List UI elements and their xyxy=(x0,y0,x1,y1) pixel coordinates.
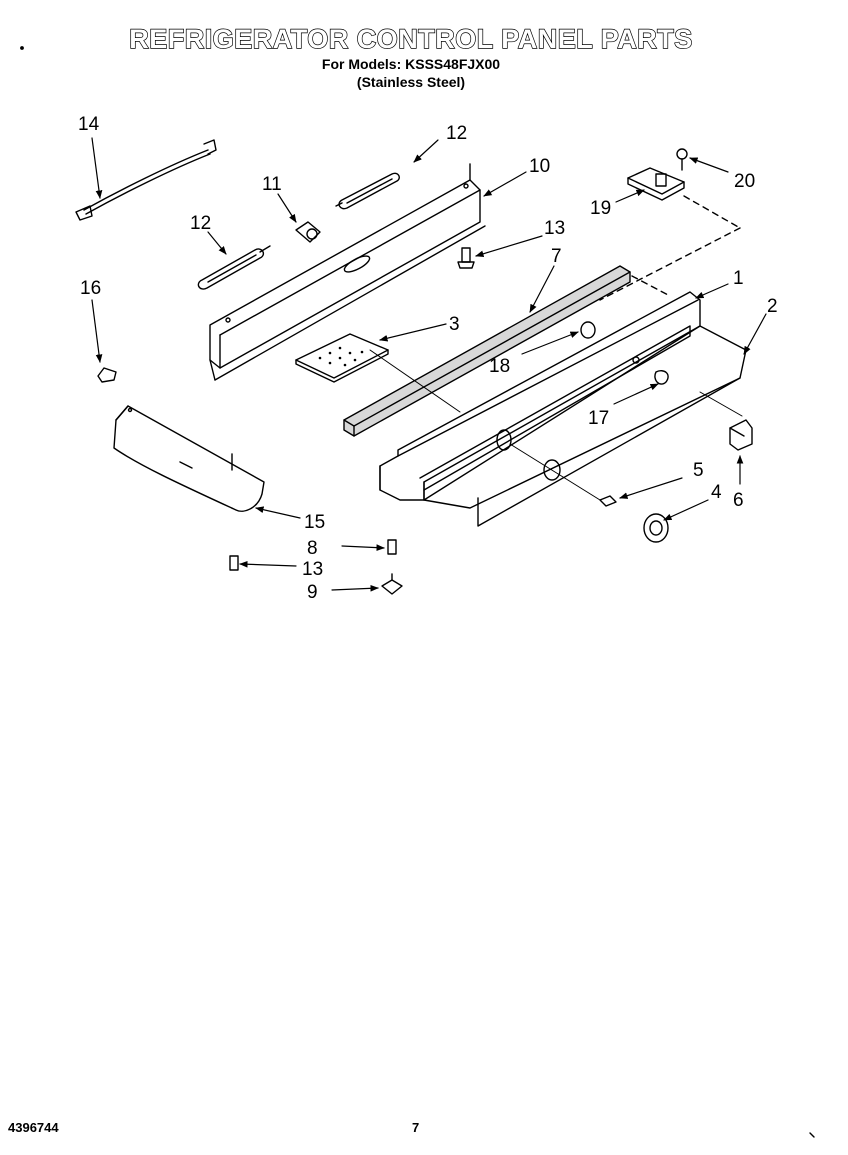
page-number: 7 xyxy=(412,1120,420,1135)
callout-6: 6 xyxy=(733,490,744,511)
part-2-front-panel xyxy=(423,325,747,527)
callout-19: 19 xyxy=(590,198,611,219)
part-9-foot xyxy=(381,573,403,595)
part-13-upper-screw xyxy=(457,247,475,269)
callout-20: 20 xyxy=(734,171,755,192)
part-12-upper-tube xyxy=(335,172,400,210)
part-19-switch xyxy=(627,167,685,201)
callout-arrows xyxy=(91,137,767,592)
part-13-lower-screw xyxy=(229,555,239,571)
callout-8: 8 xyxy=(307,538,318,559)
callout-13-upper: 13 xyxy=(544,218,565,239)
callout-12-upper: 12 xyxy=(446,123,467,144)
part-4-knob xyxy=(643,513,669,543)
finish-line: (Stainless Steel) xyxy=(356,74,466,90)
callout-16: 16 xyxy=(80,278,101,299)
part-8-screw xyxy=(387,539,397,555)
assembly-lines xyxy=(599,195,741,301)
part-14-wire xyxy=(75,139,217,221)
callout-1: 1 xyxy=(733,268,744,289)
part-18-lamp-socket xyxy=(580,321,596,339)
part-3-board xyxy=(295,333,389,383)
callout-13-lower: 13 xyxy=(302,559,323,580)
callout-7: 7 xyxy=(551,246,562,267)
part-10-bracket xyxy=(209,163,486,381)
callout-12-lower: 12 xyxy=(190,213,211,234)
part-12-lower-tube xyxy=(197,245,271,290)
callout-11: 11 xyxy=(262,174,282,195)
models-line: For Models: KSSS48FJX00 xyxy=(321,56,501,72)
callout-2: 2 xyxy=(767,296,778,317)
callout-5: 5 xyxy=(693,460,704,481)
crop-marks xyxy=(20,46,815,1138)
callout-labels: 1 2 3 4 5 6 7 8 9 10 11 12 12 13 13 14 1… xyxy=(78,114,778,603)
callout-17: 17 xyxy=(588,408,609,429)
callout-9: 9 xyxy=(307,582,318,603)
callout-18: 18 xyxy=(489,356,510,377)
leader-lines xyxy=(369,349,743,501)
callout-4: 4 xyxy=(711,482,722,503)
callout-10: 10 xyxy=(529,156,550,177)
callout-3: 3 xyxy=(449,314,460,335)
page-title: REFRIGERATOR CONTROL PANEL PARTS xyxy=(129,23,693,54)
callout-15: 15 xyxy=(304,512,325,533)
part-20-screw xyxy=(676,148,688,171)
part-16-clip xyxy=(97,367,117,383)
part-6-connector xyxy=(729,419,753,451)
part-11-socket xyxy=(295,221,321,243)
part-7-gasket xyxy=(343,265,631,437)
document-number: 4396744 xyxy=(8,1120,59,1135)
part-5-clip xyxy=(599,495,617,507)
part-15-trim xyxy=(113,405,265,512)
callout-14: 14 xyxy=(78,114,100,135)
